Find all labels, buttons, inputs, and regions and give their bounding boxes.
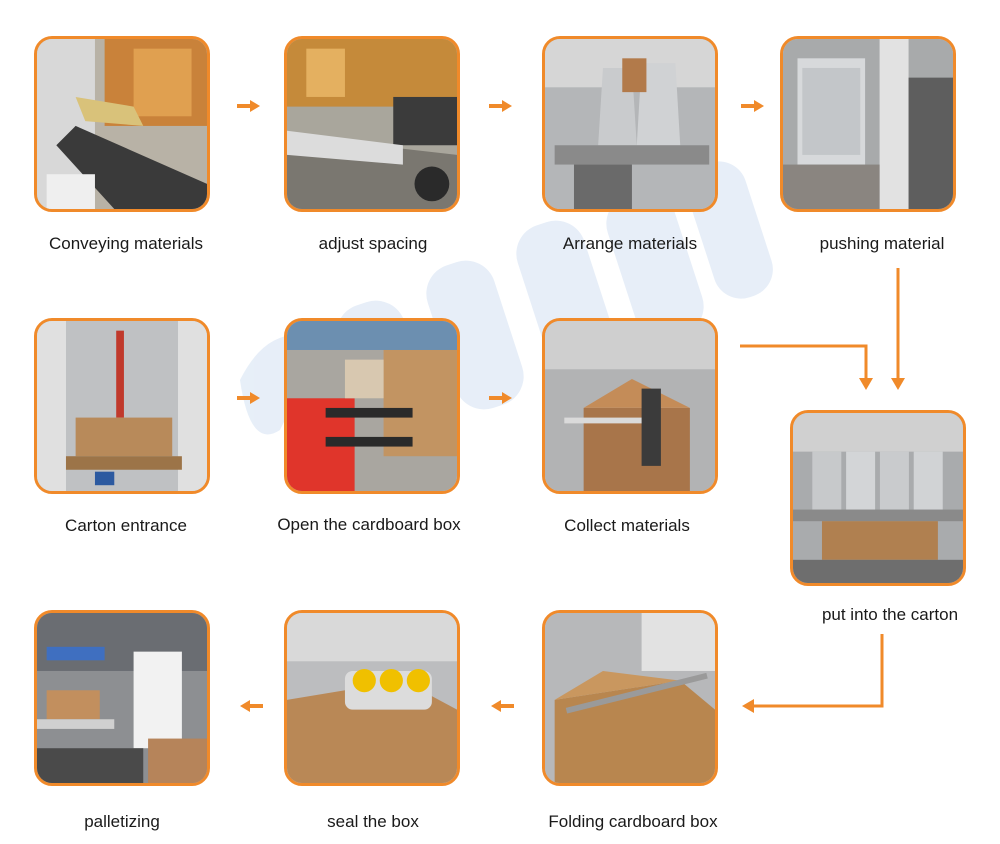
palletizing-photo: [37, 613, 207, 783]
label-conveying-materials: Conveying materials: [48, 234, 203, 253]
arrow-elbow-icon: [742, 634, 884, 713]
arrow-left-icon: [240, 700, 263, 712]
carton-entrance-photo: [37, 321, 207, 491]
label-open-cardboard-box: Open the cardboard box: [277, 515, 461, 534]
collect-photo: [545, 321, 715, 491]
step-palletizing-image: [34, 610, 210, 786]
step-seal-box-image: [284, 610, 460, 786]
conveying-photo: [37, 39, 207, 209]
put-into-carton-photo: [793, 413, 963, 583]
label-arrange-materials: Arrange materials: [562, 234, 698, 253]
arrow-right-icon: [237, 100, 260, 112]
label-put-into-carton: put into the carton: [821, 605, 959, 624]
label-seal-box: seal the box: [327, 812, 419, 831]
arrow-down-icon: [891, 268, 905, 390]
label-pushing-material: pushing material: [819, 234, 945, 253]
step-arrange-materials-image: [542, 36, 718, 212]
label-carton-entrance: Carton entrance: [65, 516, 187, 535]
step-conveying-materials-image: [34, 36, 210, 212]
step-pushing-material-image: [780, 36, 956, 212]
seal-photo: [287, 613, 457, 783]
arrange-photo: [545, 39, 715, 209]
folding-photo: [545, 613, 715, 783]
label-collect-materials: Collect materials: [564, 516, 690, 535]
step-carton-entrance-image: [34, 318, 210, 494]
step-put-into-carton-image: [790, 410, 966, 586]
arrow-right-icon: [489, 392, 512, 404]
label-palletizing: palletizing: [84, 812, 160, 831]
arrow-elbow-icon: [740, 344, 873, 390]
label-adjust-spacing: adjust spacing: [318, 234, 428, 253]
step-open-cardboard-box-image: [284, 318, 460, 494]
step-collect-materials-image: [542, 318, 718, 494]
step-folding-cardboard-box-image: [542, 610, 718, 786]
pushing-photo: [783, 39, 953, 209]
step-adjust-spacing-image: [284, 36, 460, 212]
open-box-photo: [287, 321, 457, 491]
spacing-photo: [287, 39, 457, 209]
arrow-right-icon: [489, 100, 512, 112]
label-folding-cardboard-box: Folding cardboard box: [548, 812, 718, 831]
arrow-right-icon: [237, 392, 260, 404]
arrow-left-icon: [491, 700, 514, 712]
arrow-right-icon: [741, 100, 764, 112]
